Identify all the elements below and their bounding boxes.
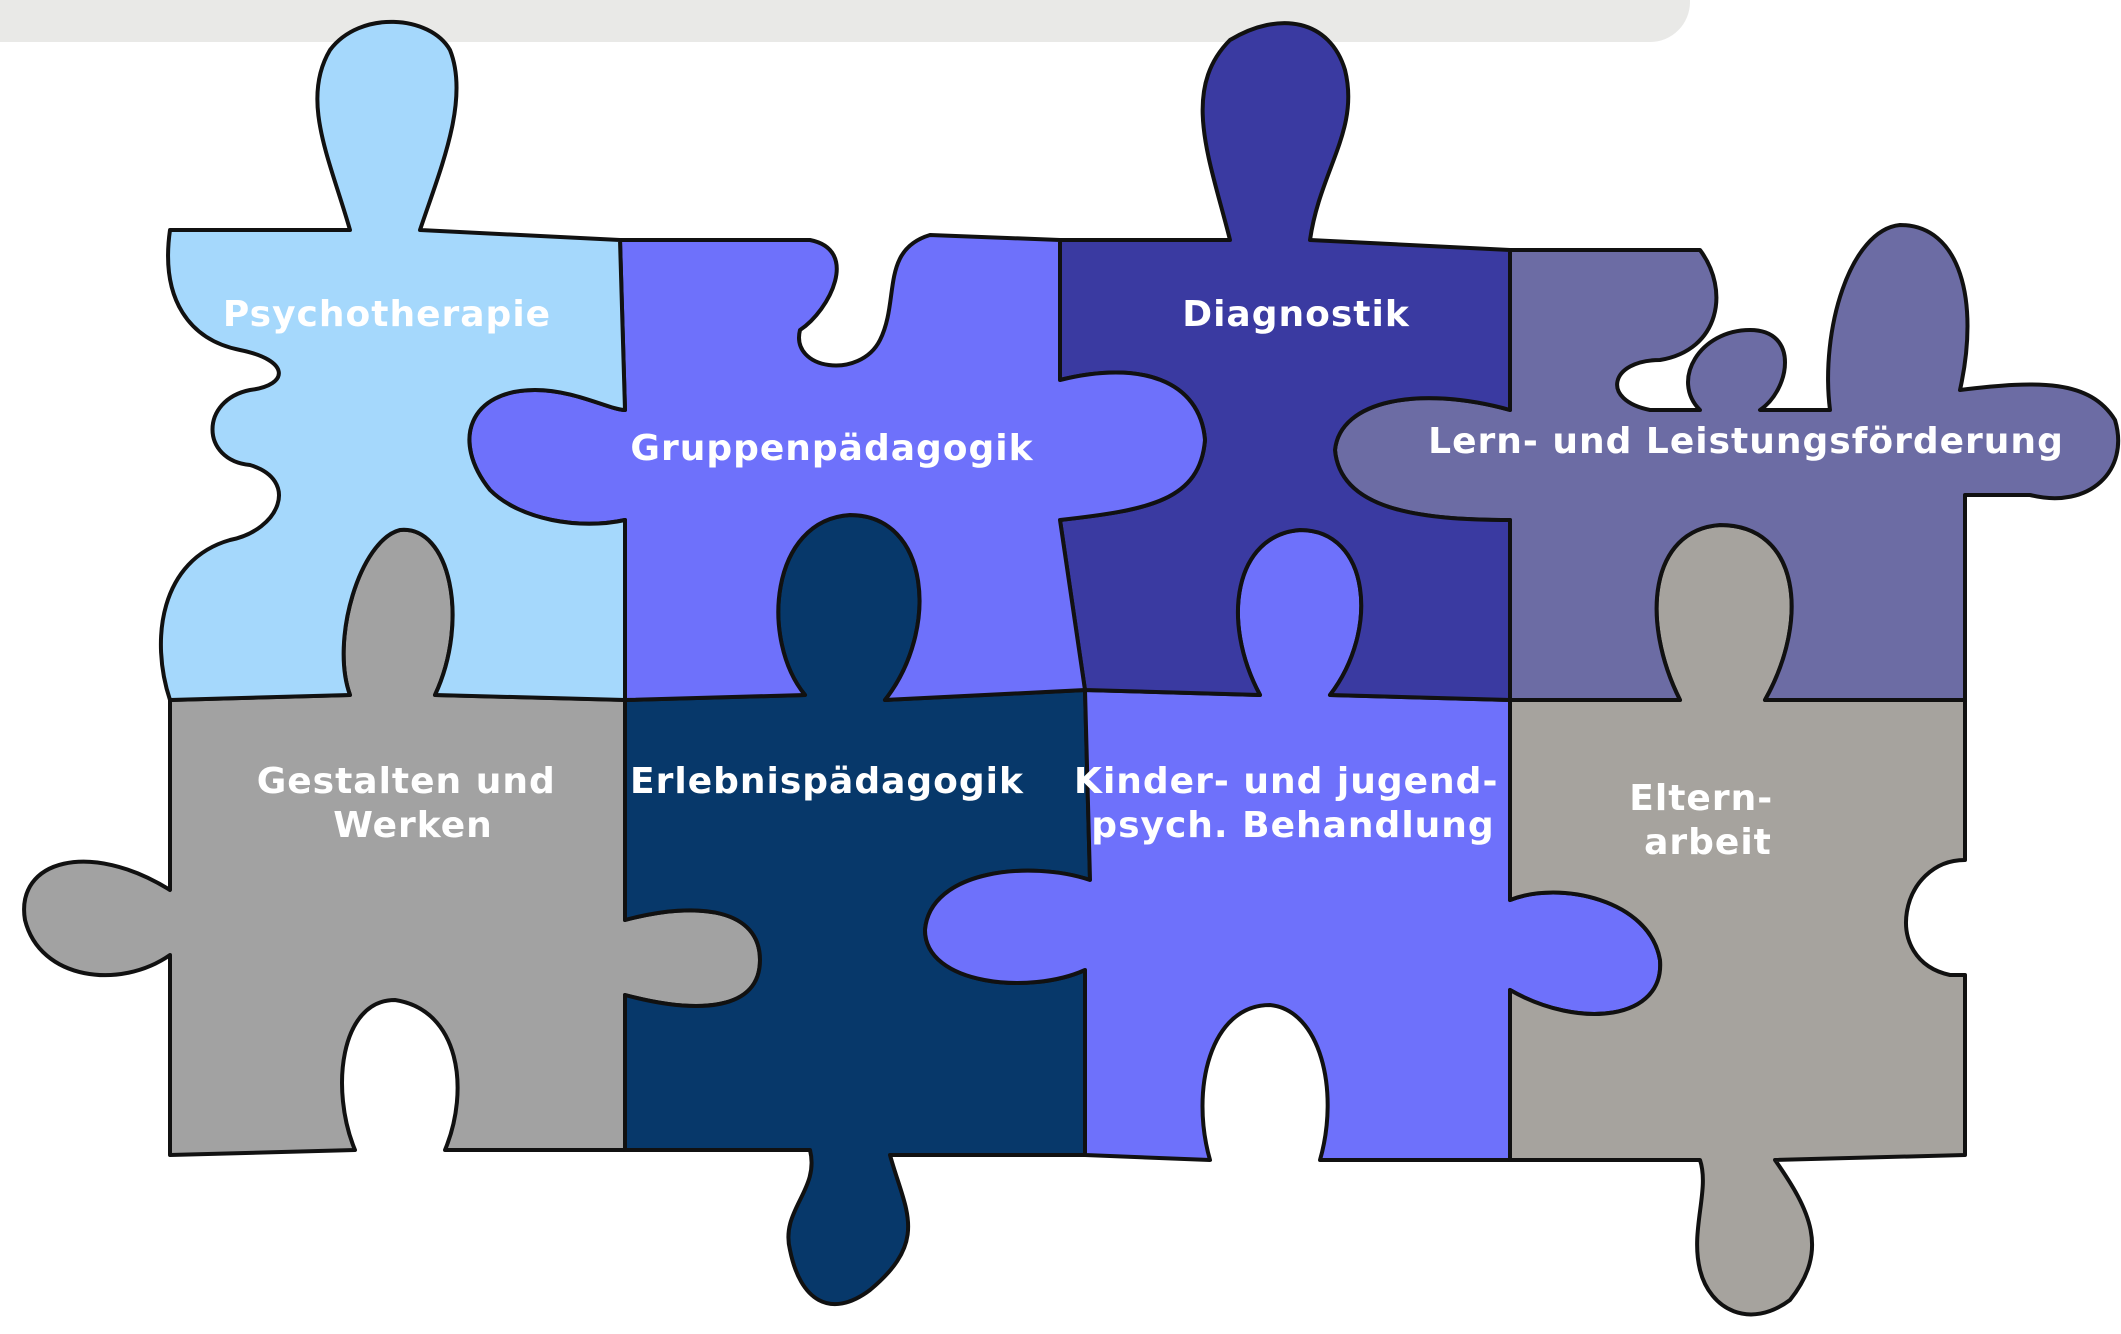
label-psychotherapie: Psychotherapie xyxy=(223,294,551,335)
top-banner-strip xyxy=(0,0,1690,42)
label-gruppenpaedagogik: Gruppenpädagogik xyxy=(630,428,1033,469)
label-diagnostik: Diagnostik xyxy=(1182,294,1410,335)
label-kinder-jugendpsych: Kinder- und jugend- psych. Behandlung xyxy=(1074,761,1512,846)
label-elternarbeit: Eltern- arbeit xyxy=(1629,778,1786,863)
label-gestalten-werken: Gestalten und Werken xyxy=(257,761,570,846)
label-lern-leistungsfoerderung: Lern- und Leistungsförderung xyxy=(1428,421,2064,462)
piece-psychotherapie-shape xyxy=(158,19,627,702)
piece-psychotherapie xyxy=(158,19,627,702)
label-erlebnispaedagogik: Erlebnispädagogik xyxy=(630,761,1024,802)
